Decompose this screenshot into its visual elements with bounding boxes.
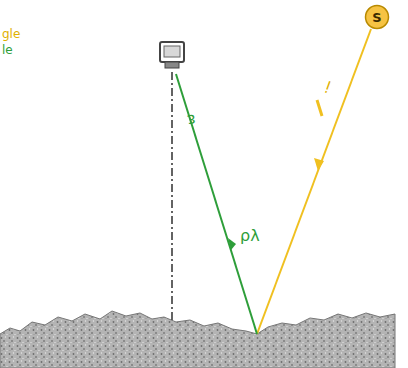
- nadir-line: [171, 72, 172, 322]
- angle-symbol: i: [323, 78, 333, 95]
- sun-disc: [366, 6, 389, 29]
- ground: [0, 311, 395, 368]
- incidence-tick: [317, 100, 322, 116]
- reflected-ray-arrow: [228, 238, 236, 250]
- sun-ray: [257, 29, 371, 334]
- angle-symbol: ε: [186, 111, 197, 128]
- reflected-ray: [176, 74, 257, 334]
- sensor-icon: [160, 42, 184, 68]
- sun-ray-arrow: [314, 158, 324, 171]
- reflectance-symbol: ρλ: [240, 228, 260, 244]
- sun-circle: S: [364, 4, 390, 30]
- legend-text: le: [2, 44, 13, 56]
- sun-letter: S: [372, 11, 381, 24]
- legend-text: gle: [2, 28, 20, 40]
